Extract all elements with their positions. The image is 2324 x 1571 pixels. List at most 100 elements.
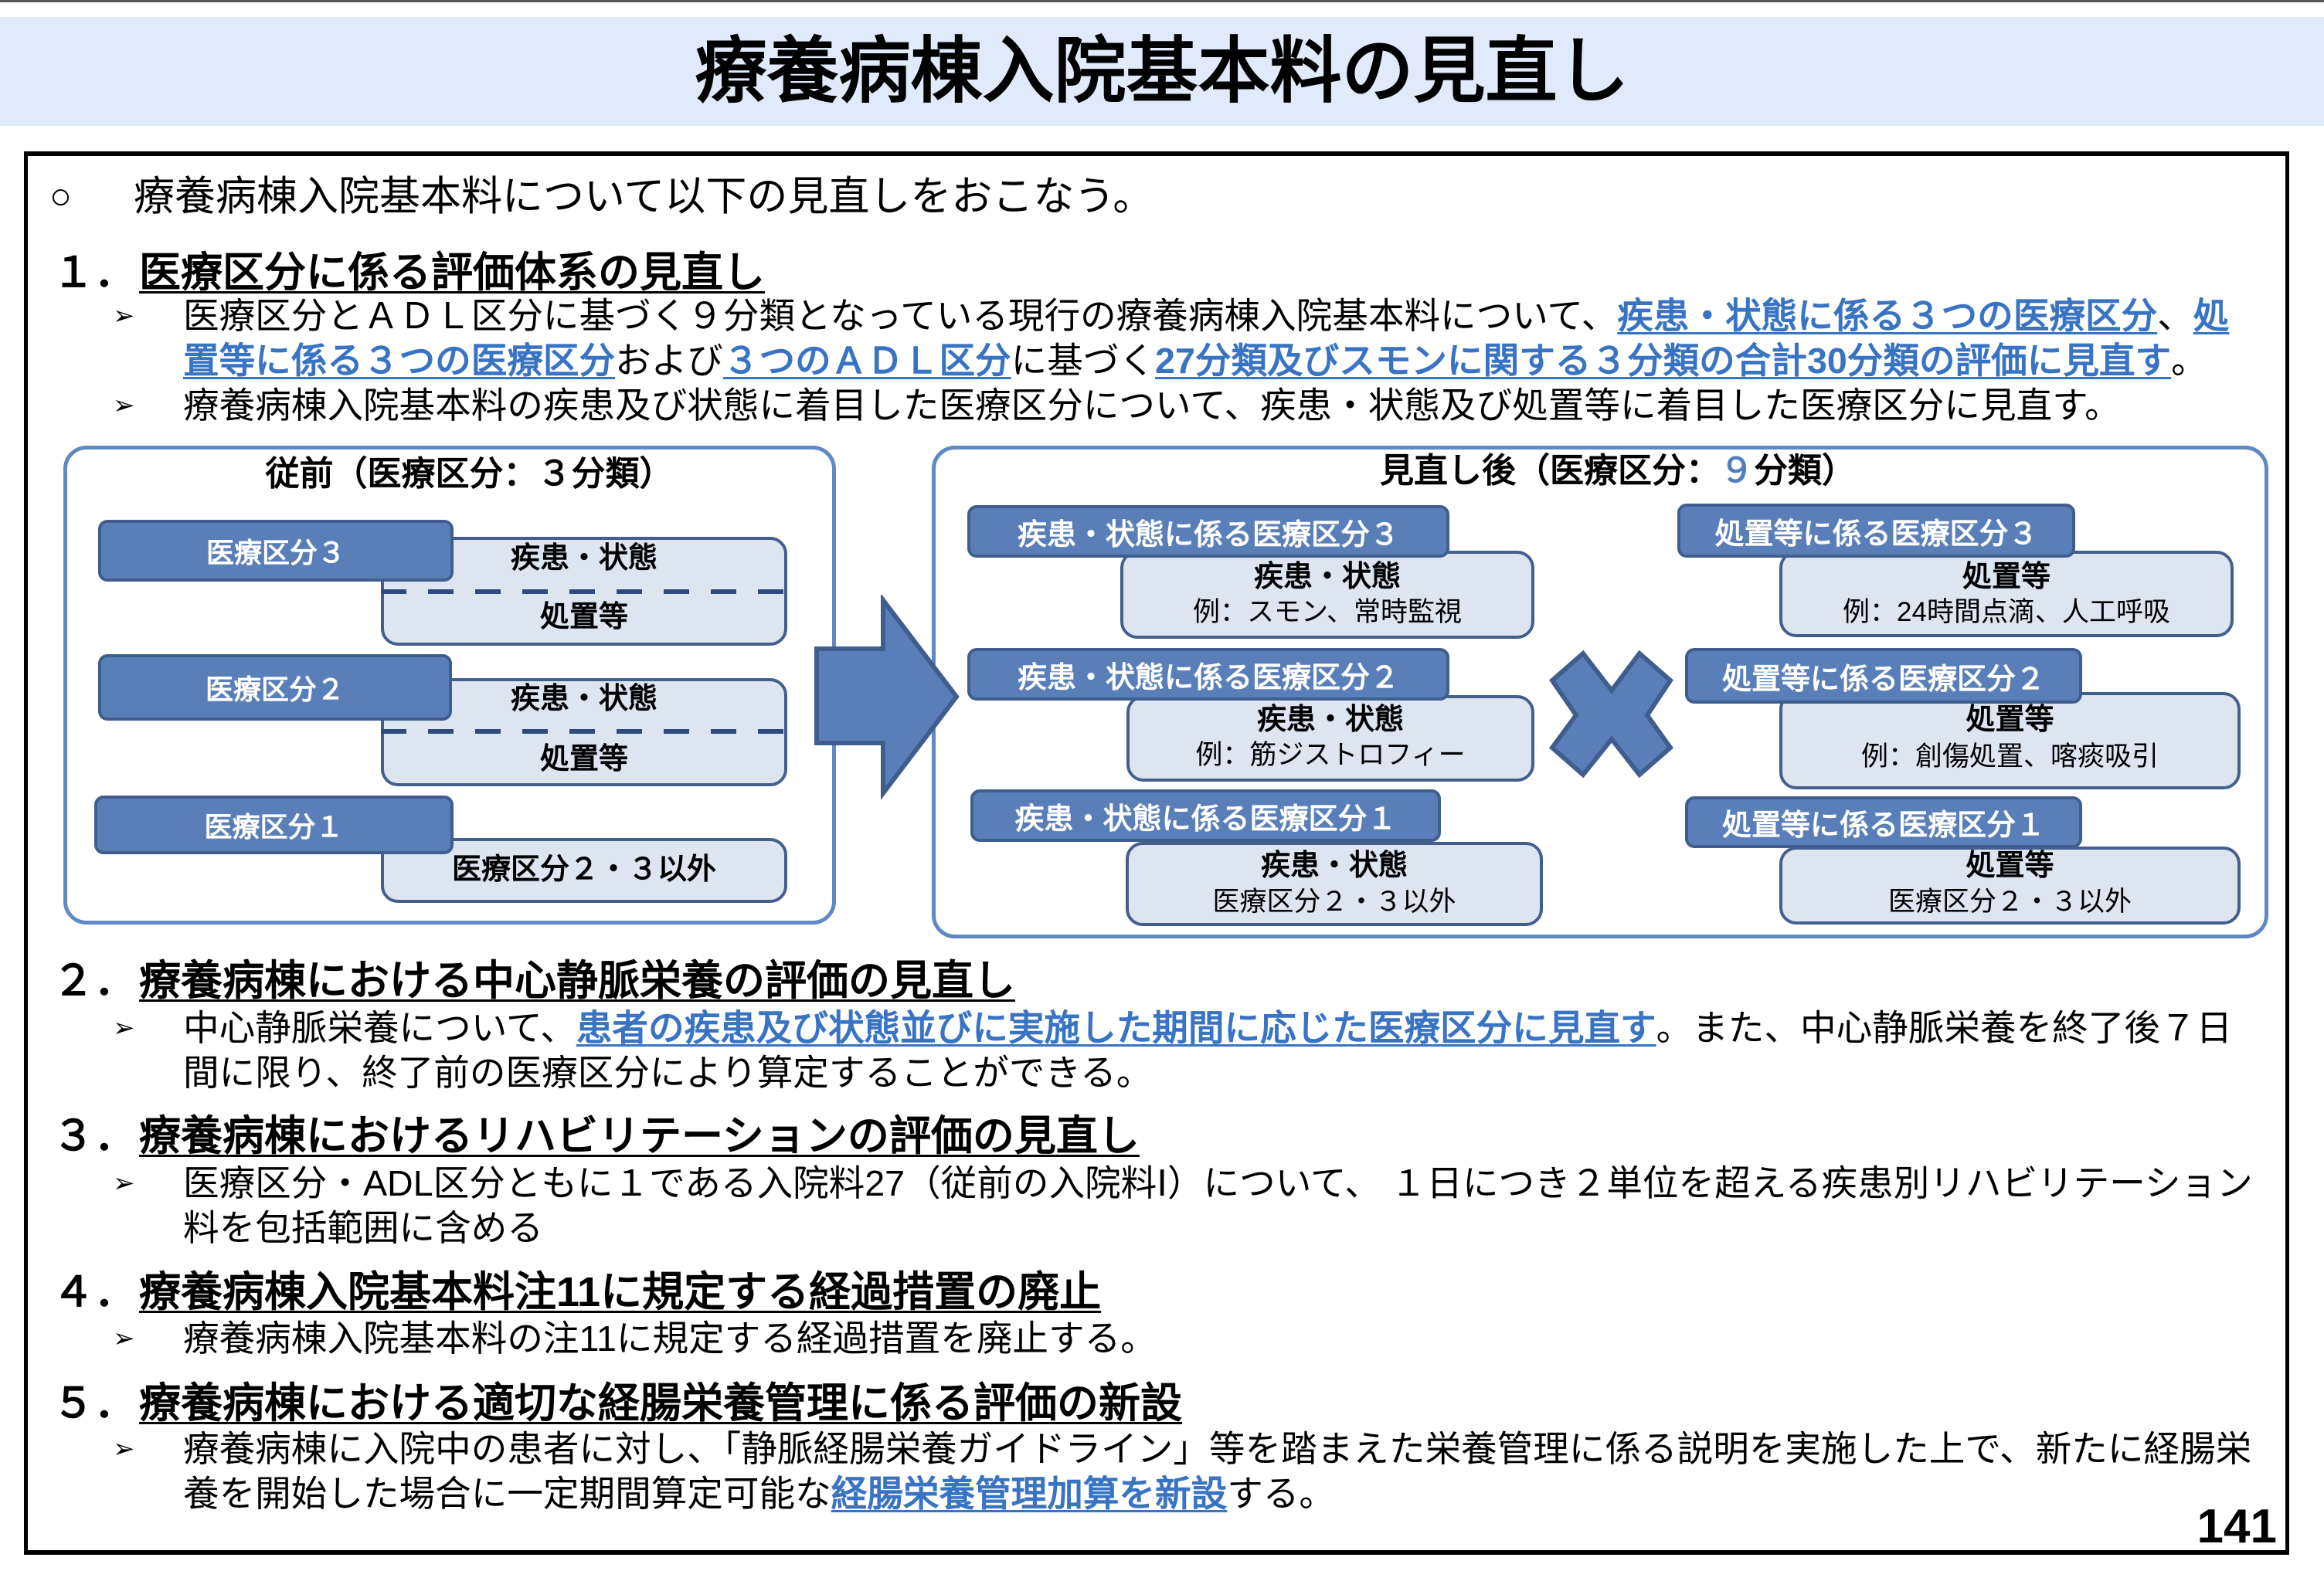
text-run: 療養病棟入院基本料の注11に規定する経過措置を廃止する。 — [183, 1318, 1157, 1359]
dashed-divider — [381, 589, 787, 594]
bullet-text: 医療区分・ADL区分ともに１である入院料27（従前の入院料Ⅰ）について、 １日に… — [183, 1162, 2254, 1250]
arrow-bullet-icon: ➢ — [113, 391, 135, 420]
content-frame — [24, 151, 2289, 1555]
category-label-1: 医療区分１ — [94, 796, 454, 854]
text-run: に基づく — [1011, 340, 1156, 381]
section-title: 医療区分に係る評価体系の見直し — [139, 249, 765, 296]
bullet-text: 医療区分とＡＤＬ区分に基づく９分類となっている現行の療養病棟入院基本料について、… — [183, 294, 2254, 383]
section-1-bullet-2: ➢ 療養病棟入院基本料の疾患及び状態に着目した医療区分について、疾患・状態及び処… — [113, 384, 2276, 429]
intro-line: ○ 療養病棟入院基本料について以下の見直しをおこなう。 — [0, 174, 2324, 220]
box-heading: 疾患・状態 — [1260, 850, 1408, 882]
text-run: および — [615, 340, 723, 381]
text-run: 医療区分・ADL区分ともに１である入院料27（従前の入院料Ⅰ）について、 １日に… — [183, 1163, 2253, 1248]
highlighted-phrase: 27分類及びスモンに関する３分類の合計30分類の評価に見直す — [1155, 340, 2172, 381]
bullet-text: 療養病棟入院基本料の疾患及び状態に着目した医療区分について、疾患・状態及び処置等… — [183, 384, 2254, 429]
section-number: １． — [53, 249, 136, 296]
text-run: 療養病棟に入院中の患者に対し、「静脈経腸栄養ガイドライン」等を踏まえた栄養管理に… — [183, 1429, 2252, 1514]
before-panel-title: 従前（医療区分：３分類） — [265, 455, 674, 493]
category-count: ９ — [1720, 452, 1754, 490]
arrow-bullet-icon: ➢ — [113, 1324, 135, 1353]
section-3-bullet-1: ➢ 医療区分・ADL区分ともに１である入院料27（従前の入院料Ⅰ）について、 １… — [113, 1162, 2276, 1250]
box-heading: 疾患・状態 — [1256, 704, 1404, 736]
category-label-2: 医療区分２ — [98, 654, 452, 721]
treatment-category-label-2: 処置等に係る医療区分２ — [1685, 648, 2082, 704]
disease-category-label-3: 疾患・状態に係る医療区分３ — [967, 505, 1449, 558]
text-run: 。 — [2171, 340, 2207, 381]
arrow-bullet-icon: ➢ — [113, 1434, 135, 1464]
after-panel: 見直し後（医療区分：９分類） 疾患・状態に係る医療区分３ 疾患・状態 例：スモン… — [932, 446, 2268, 938]
arrow-bullet-icon: ➢ — [113, 1169, 135, 1198]
section-title: 療養病棟におけるリハビリテーションの評価の見直し — [139, 1113, 1140, 1159]
after-panel-title: 見直し後（医療区分：９分類） — [1380, 452, 1856, 490]
intro-text: 療養病棟入院基本料について以下の見直しをおこなう。 — [134, 174, 1154, 219]
text-run: 医療区分とＡＤＬ区分に基づく９分類となっている現行の療養病棟入院基本料について、 — [183, 296, 1618, 336]
box-heading: 処置等 — [1966, 704, 2054, 736]
multiply-cross-icon — [1548, 650, 1674, 779]
section-heading-3: ３．療養病棟におけるリハビリテーションの評価の見直し — [53, 1111, 1140, 1161]
section-number: ４． — [53, 1269, 136, 1315]
title-prefix: 見直し後（医療区分： — [1380, 452, 1720, 490]
page-number: 141 — [2197, 1500, 2277, 1553]
box-item: 疾患・状態 — [510, 683, 657, 715]
box-item: 疾患・状態 — [510, 542, 657, 575]
box-detail: 例：スモン、常時監視 — [1193, 597, 1462, 627]
bullet-text: 療養病棟に入院中の患者に対し、「静脈経腸栄養ガイドライン」等を踏まえた栄養管理に… — [183, 1427, 2254, 1516]
disease-category-box-1: 疾患・状態 医療区分２・３以外 — [1126, 842, 1543, 926]
text-run: 、 — [2157, 296, 2193, 336]
box-heading: 処置等 — [1962, 561, 2050, 593]
category-box-3: 疾患・状態 処置等 — [381, 537, 787, 646]
box-item: 処置等 — [539, 743, 628, 775]
arrow-bullet-icon: ➢ — [113, 301, 135, 331]
arrow-bullet-icon: ➢ — [113, 1013, 135, 1043]
disease-category-box-2: 疾患・状態 例：筋ジストロフィー — [1126, 695, 1534, 782]
disease-category-box-3: 疾患・状態 例：スモン、常時監視 — [1120, 551, 1534, 639]
treatment-category-label-3: 処置等に係る医療区分３ — [1677, 504, 2075, 558]
text-run: する。 — [1227, 1473, 1335, 1514]
disease-category-label-2: 疾患・状態に係る医療区分２ — [967, 648, 1449, 701]
highlighted-phrase: 疾患・状態に係る３つの医療区分 — [1617, 296, 2158, 336]
section-heading-4: ４．療養病棟入院基本料注11に規定する経過措置の廃止 — [53, 1267, 1101, 1317]
box-item: 処置等 — [539, 601, 628, 633]
title-band: 療養病棟入院基本料の見直し — [0, 17, 2324, 126]
dashed-divider — [381, 729, 787, 734]
section-heading-5: ５．療養病棟における適切な経腸栄養管理に係る評価の新設 — [53, 1379, 1182, 1428]
section-number: ２． — [53, 958, 136, 1004]
section-5-bullet-1: ➢ 療養病棟に入院中の患者に対し、「静脈経腸栄養ガイドライン」等を踏まえた栄養管… — [113, 1427, 2276, 1516]
box-heading: 疾患・状態 — [1253, 561, 1401, 593]
box-detail: 医療区分２・３以外 — [1212, 887, 1456, 917]
treatment-category-box-1: 処置等 医療区分２・３以外 — [1779, 847, 2241, 925]
section-title: 療養病棟における中心静脈栄養の評価の見直し — [139, 958, 1015, 1004]
category-label-3: 医療区分３ — [98, 520, 454, 582]
box-detail: 医療区分２・３以外 — [1887, 887, 2132, 917]
text-run: 療養病棟入院基本料の疾患及び状態に着目した医療区分について、疾患・状態及び処置等… — [183, 385, 2121, 426]
section-heading-1: １．医療区分に係る評価体系の見直し — [53, 248, 765, 297]
bullet-text: 療養病棟入院基本料の注11に規定する経過措置を廃止する。 — [183, 1317, 2254, 1362]
right-arrow-shape — [814, 595, 960, 799]
highlighted-phrase: 処置等に係る３つの医療区分 — [183, 296, 2230, 381]
section-number: ３． — [53, 1113, 136, 1159]
box-heading: 処置等 — [1966, 850, 2054, 882]
section-title: 療養病棟入院基本料注11に規定する経過措置の廃止 — [139, 1269, 1102, 1315]
treatment-category-label-1: 処置等に係る医療区分１ — [1685, 796, 2082, 848]
box-item: 医療区分２・３以外 — [451, 853, 716, 886]
section-heading-2: ２．療養病棟における中心静脈栄養の評価の見直し — [53, 956, 1015, 1006]
section-1-bullet-1: ➢ 医療区分とＡＤＬ区分に基づく９分類となっている現行の療養病棟入院基本料につい… — [113, 294, 2276, 383]
circle-bullet-icon: ○ — [49, 176, 72, 217]
title-suffix: 分類） — [1754, 452, 1856, 490]
section-2-bullet-1: ➢ 中心静脈栄養について、患者の疾患及び状態並びに実施した期間に応じた医療区分に… — [113, 1006, 2276, 1095]
text-run: 。また、中心静脈栄養を終了後７日間に限り、終了前の医療区分により算定することがで… — [183, 1008, 2233, 1093]
section-4-bullet-1: ➢ 療養病棟入院基本料の注11に規定する経過措置を廃止する。 — [113, 1317, 2276, 1362]
slide-title: 療養病棟入院基本料の見直し — [695, 31, 1629, 111]
bullet-text: 中心静脈栄養について、患者の疾患及び状態並びに実施した期間に応じた医療区分に見直… — [183, 1006, 2254, 1095]
cross-shape — [1548, 650, 1674, 779]
text-run: 中心静脈栄養について、 — [183, 1008, 576, 1048]
section-number: ５． — [53, 1380, 136, 1427]
before-panel: 従前（医療区分：３分類） 医療区分３ 疾患・状態 処置等 医療区分２ 疾患・状態… — [63, 446, 836, 925]
highlighted-phrase: 経腸栄養管理加算を新設 — [831, 1473, 1228, 1514]
highlighted-phrase: ３つのＡＤＬ区分 — [722, 340, 1011, 381]
right-arrow-icon — [814, 595, 960, 799]
box-detail: 例：創傷処置、喀痰吸引 — [1860, 741, 2159, 772]
box-detail: 例：24時間点滴、人工呼吸 — [1843, 597, 2170, 627]
treatment-category-box-3: 処置等 例：24時間点滴、人工呼吸 — [1779, 551, 2234, 637]
